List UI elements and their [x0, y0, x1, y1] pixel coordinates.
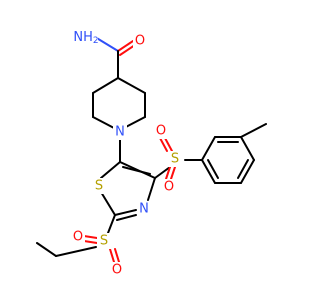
atom-label-thiazole-s: S — [92, 178, 106, 194]
bond-thz-n-c4 — [147, 177, 156, 201]
svg-text:O: O — [112, 263, 122, 278]
atom-label-piperidine-n: N — [113, 124, 127, 140]
atom-label-amide-n: NH2 — [73, 29, 99, 47]
bond-ar-3 — [240, 136, 255, 161]
svg-text:S: S — [171, 152, 179, 167]
bond-ar-6-inner — [207, 159, 219, 179]
svg-text:N: N — [115, 125, 125, 140]
bond-amide-c-n — [94, 36, 119, 52]
bond-thz-c5-s — [100, 161, 121, 179]
bond-thz-s-c2 — [100, 191, 116, 216]
atom-label-sulfonyl-bottom-o1: O — [71, 229, 85, 245]
molecule-structure-diagram: NH2 O N S N S O O S O O — [36, 29, 267, 278]
svg-text:O: O — [164, 180, 174, 195]
bond-s2-o-down-2 — [114, 248, 120, 263]
svg-text:O: O — [135, 34, 145, 49]
bond-pip-3 — [92, 116, 115, 129]
bond-ch2-ch3 — [36, 242, 57, 257]
bond-s-o-up-2 — [164, 137, 173, 152]
svg-text:NH2: NH2 — [73, 30, 98, 47]
bond-s2-o-left-1 — [83, 235, 98, 239]
bond-pip-6 — [117, 77, 146, 94]
atom-label-sulfonyl-bottom-s: S — [97, 233, 111, 249]
atom-label-sulfonyl-top-o1: O — [154, 123, 168, 139]
svg-text:O: O — [156, 124, 166, 139]
atom-label-sulfonyl-top-o2: O — [162, 179, 176, 195]
bond-amide-c-o-2 — [119, 44, 136, 56]
bond-ar-methyl — [240, 123, 267, 138]
bond-pip-4 — [123, 116, 146, 129]
bond-c2-s — [107, 214, 116, 234]
bond-s2-ch2 — [55, 246, 97, 257]
bond-thz-c2-n-1 — [114, 209, 137, 216]
bond-c4-s — [154, 166, 171, 179]
svg-text:S: S — [95, 179, 103, 194]
bond-ar-1 — [201, 136, 216, 161]
atom-label-thiazole-n: N — [137, 201, 151, 217]
bond-ar-4-inner — [237, 159, 249, 179]
bond-s2-o-down-1 — [109, 248, 115, 263]
atom-label-amide-o: O — [133, 33, 147, 49]
bond-thz-c4-c5-2 — [122, 166, 151, 175]
svg-text:O: O — [73, 230, 83, 245]
bond-thz-c2-n-2 — [116, 214, 137, 221]
bond-amide-c-o-1 — [117, 40, 134, 52]
atom-label-sulfonyl-bottom-o2: O — [110, 262, 124, 278]
bond-s-o-down-2 — [170, 166, 176, 180]
svg-text:N: N — [139, 202, 149, 217]
svg-text:S: S — [100, 234, 108, 249]
atom-label-sulfonyl-top-s: S — [168, 151, 182, 167]
bond-s-o-down-1 — [165, 166, 171, 180]
bond-ar-6 — [201, 159, 216, 184]
bond-ar-4 — [240, 159, 255, 184]
bond-s2-o-left-2 — [83, 240, 98, 244]
bond-s-o-up-1 — [159, 137, 168, 152]
bond-pip-1 — [92, 77, 119, 94]
